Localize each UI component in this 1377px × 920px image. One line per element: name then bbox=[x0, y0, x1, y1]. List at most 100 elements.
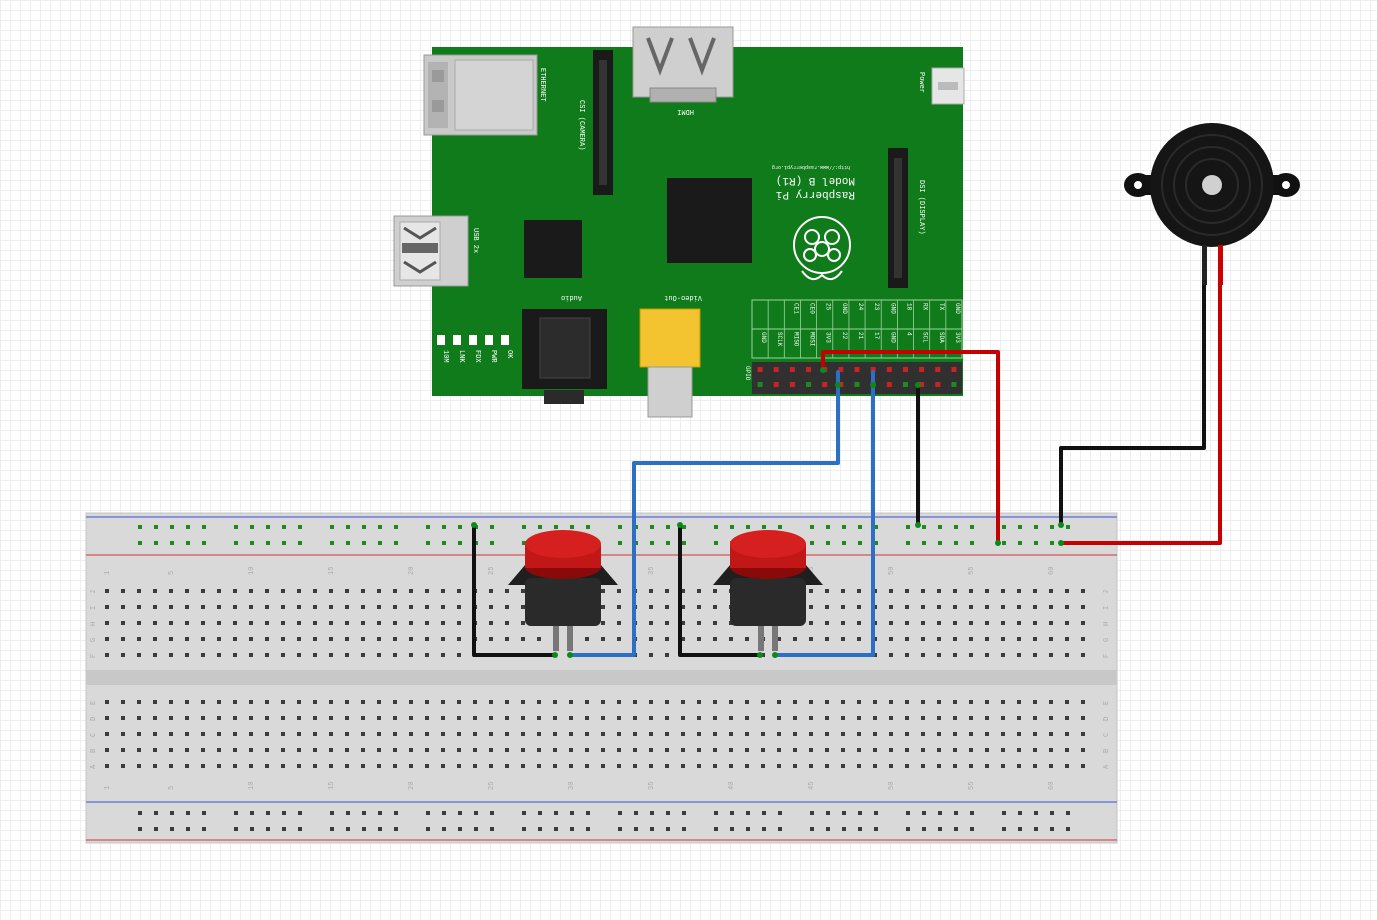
rail-hole bbox=[234, 827, 238, 831]
breadboard-hole bbox=[121, 621, 125, 625]
dsi-connector-slot bbox=[894, 158, 902, 278]
rail-hole bbox=[938, 827, 942, 831]
breadboard-hole bbox=[1017, 653, 1021, 657]
breadboard-hole bbox=[825, 764, 829, 768]
breadboard-hole bbox=[201, 748, 205, 752]
gpio-pin-label: RX bbox=[922, 303, 929, 311]
breadboard-hole bbox=[121, 732, 125, 736]
breadboard-hole bbox=[793, 748, 797, 752]
breadboard-hole bbox=[617, 621, 621, 625]
breadboard-hole bbox=[585, 764, 589, 768]
breadboard-hole bbox=[841, 748, 845, 752]
status-led-label: FDX bbox=[473, 350, 481, 363]
breadboard-hole bbox=[169, 748, 173, 752]
breadboard-hole bbox=[1017, 605, 1021, 609]
breadboard-hole bbox=[185, 605, 189, 609]
breadboard-hole bbox=[601, 637, 605, 641]
breadboard-hole bbox=[297, 748, 301, 752]
breadboard-hole bbox=[169, 589, 173, 593]
breadboard-hole bbox=[233, 589, 237, 593]
breadboard-hole bbox=[1033, 700, 1037, 704]
breadboard-hole bbox=[137, 589, 141, 593]
soc-chip bbox=[667, 178, 752, 263]
breadboard-hole bbox=[425, 748, 429, 752]
rail-hole bbox=[458, 541, 462, 545]
rail-hole bbox=[1018, 811, 1022, 815]
breadboard-hole bbox=[889, 764, 893, 768]
breadboard-hole bbox=[1017, 716, 1021, 720]
breadboard-hole bbox=[681, 700, 685, 704]
breadboard-hole bbox=[217, 605, 221, 609]
breadboard-hole bbox=[681, 589, 685, 593]
rail-hole bbox=[970, 811, 974, 815]
breadboard-hole bbox=[1033, 621, 1037, 625]
column-number-bottom: 15 bbox=[328, 782, 336, 790]
breadboard-hole bbox=[1081, 621, 1085, 625]
breadboard-hole bbox=[985, 732, 989, 736]
breadboard-hole bbox=[761, 764, 765, 768]
audio-jack bbox=[522, 309, 607, 404]
usb-port bbox=[393, 215, 469, 287]
breadboard-hole bbox=[1081, 589, 1085, 593]
breadboard-hole bbox=[1049, 605, 1053, 609]
breadboard-hole bbox=[953, 605, 957, 609]
breadboard-hole bbox=[985, 716, 989, 720]
breadboard-hole bbox=[153, 732, 157, 736]
breadboard-hole bbox=[233, 605, 237, 609]
rail-hole bbox=[730, 827, 734, 831]
gpio-pin bbox=[870, 367, 876, 372]
breadboard-hole bbox=[121, 653, 125, 657]
breadboard-hole bbox=[409, 700, 413, 704]
rail-hole bbox=[250, 541, 254, 545]
breadboard-hole bbox=[585, 748, 589, 752]
breadboard-hole bbox=[681, 716, 685, 720]
rail-hole bbox=[810, 541, 814, 545]
breadboard-hole bbox=[889, 589, 893, 593]
row-letter: J bbox=[1103, 590, 1111, 594]
breadboard-hole bbox=[217, 732, 221, 736]
rail-hole bbox=[650, 827, 654, 831]
breadboard-hole bbox=[921, 748, 925, 752]
breadboard-hole bbox=[249, 637, 253, 641]
breadboard-hole bbox=[809, 764, 813, 768]
breadboard-hole bbox=[105, 605, 109, 609]
breadboard-hole bbox=[1049, 700, 1053, 704]
breadboard-hole bbox=[249, 764, 253, 768]
rail-hole bbox=[378, 541, 382, 545]
breadboard-hole bbox=[457, 700, 461, 704]
breadboard-hole bbox=[665, 716, 669, 720]
breadboard-hole bbox=[185, 621, 189, 625]
rail-hole bbox=[154, 525, 158, 529]
status-led bbox=[453, 335, 461, 345]
breadboard-hole bbox=[425, 732, 429, 736]
rail-hole bbox=[746, 525, 750, 529]
breadboard-hole bbox=[601, 732, 605, 736]
rail-hole bbox=[458, 525, 462, 529]
breadboard-hole bbox=[457, 621, 461, 625]
rail-hole bbox=[186, 827, 190, 831]
breadboard-hole bbox=[1065, 700, 1069, 704]
row-letter: D bbox=[1103, 717, 1111, 721]
breadboard-hole bbox=[729, 764, 733, 768]
breadboard-hole bbox=[825, 589, 829, 593]
breadboard-hole bbox=[889, 605, 893, 609]
breadboard-hole bbox=[537, 700, 541, 704]
rail-hole bbox=[522, 525, 526, 529]
breadboard-hole bbox=[777, 732, 781, 736]
breadboard-hole bbox=[537, 748, 541, 752]
breadboard-hole bbox=[1001, 732, 1005, 736]
breadboard-hole bbox=[985, 605, 989, 609]
breadboard-hole bbox=[761, 748, 765, 752]
breadboard-hole bbox=[841, 605, 845, 609]
breadboard-hole bbox=[537, 637, 541, 641]
breadboard-hole bbox=[473, 764, 477, 768]
gpio-pin bbox=[902, 382, 908, 387]
breadboard-hole bbox=[1049, 716, 1053, 720]
breadboard-hole bbox=[377, 732, 381, 736]
breadboard-hole bbox=[713, 589, 717, 593]
breadboard-hole bbox=[1065, 653, 1069, 657]
rail-hole bbox=[730, 811, 734, 815]
breadboard-hole bbox=[1033, 605, 1037, 609]
breadboard-hole bbox=[1049, 748, 1053, 752]
breadboard-hole bbox=[121, 748, 125, 752]
